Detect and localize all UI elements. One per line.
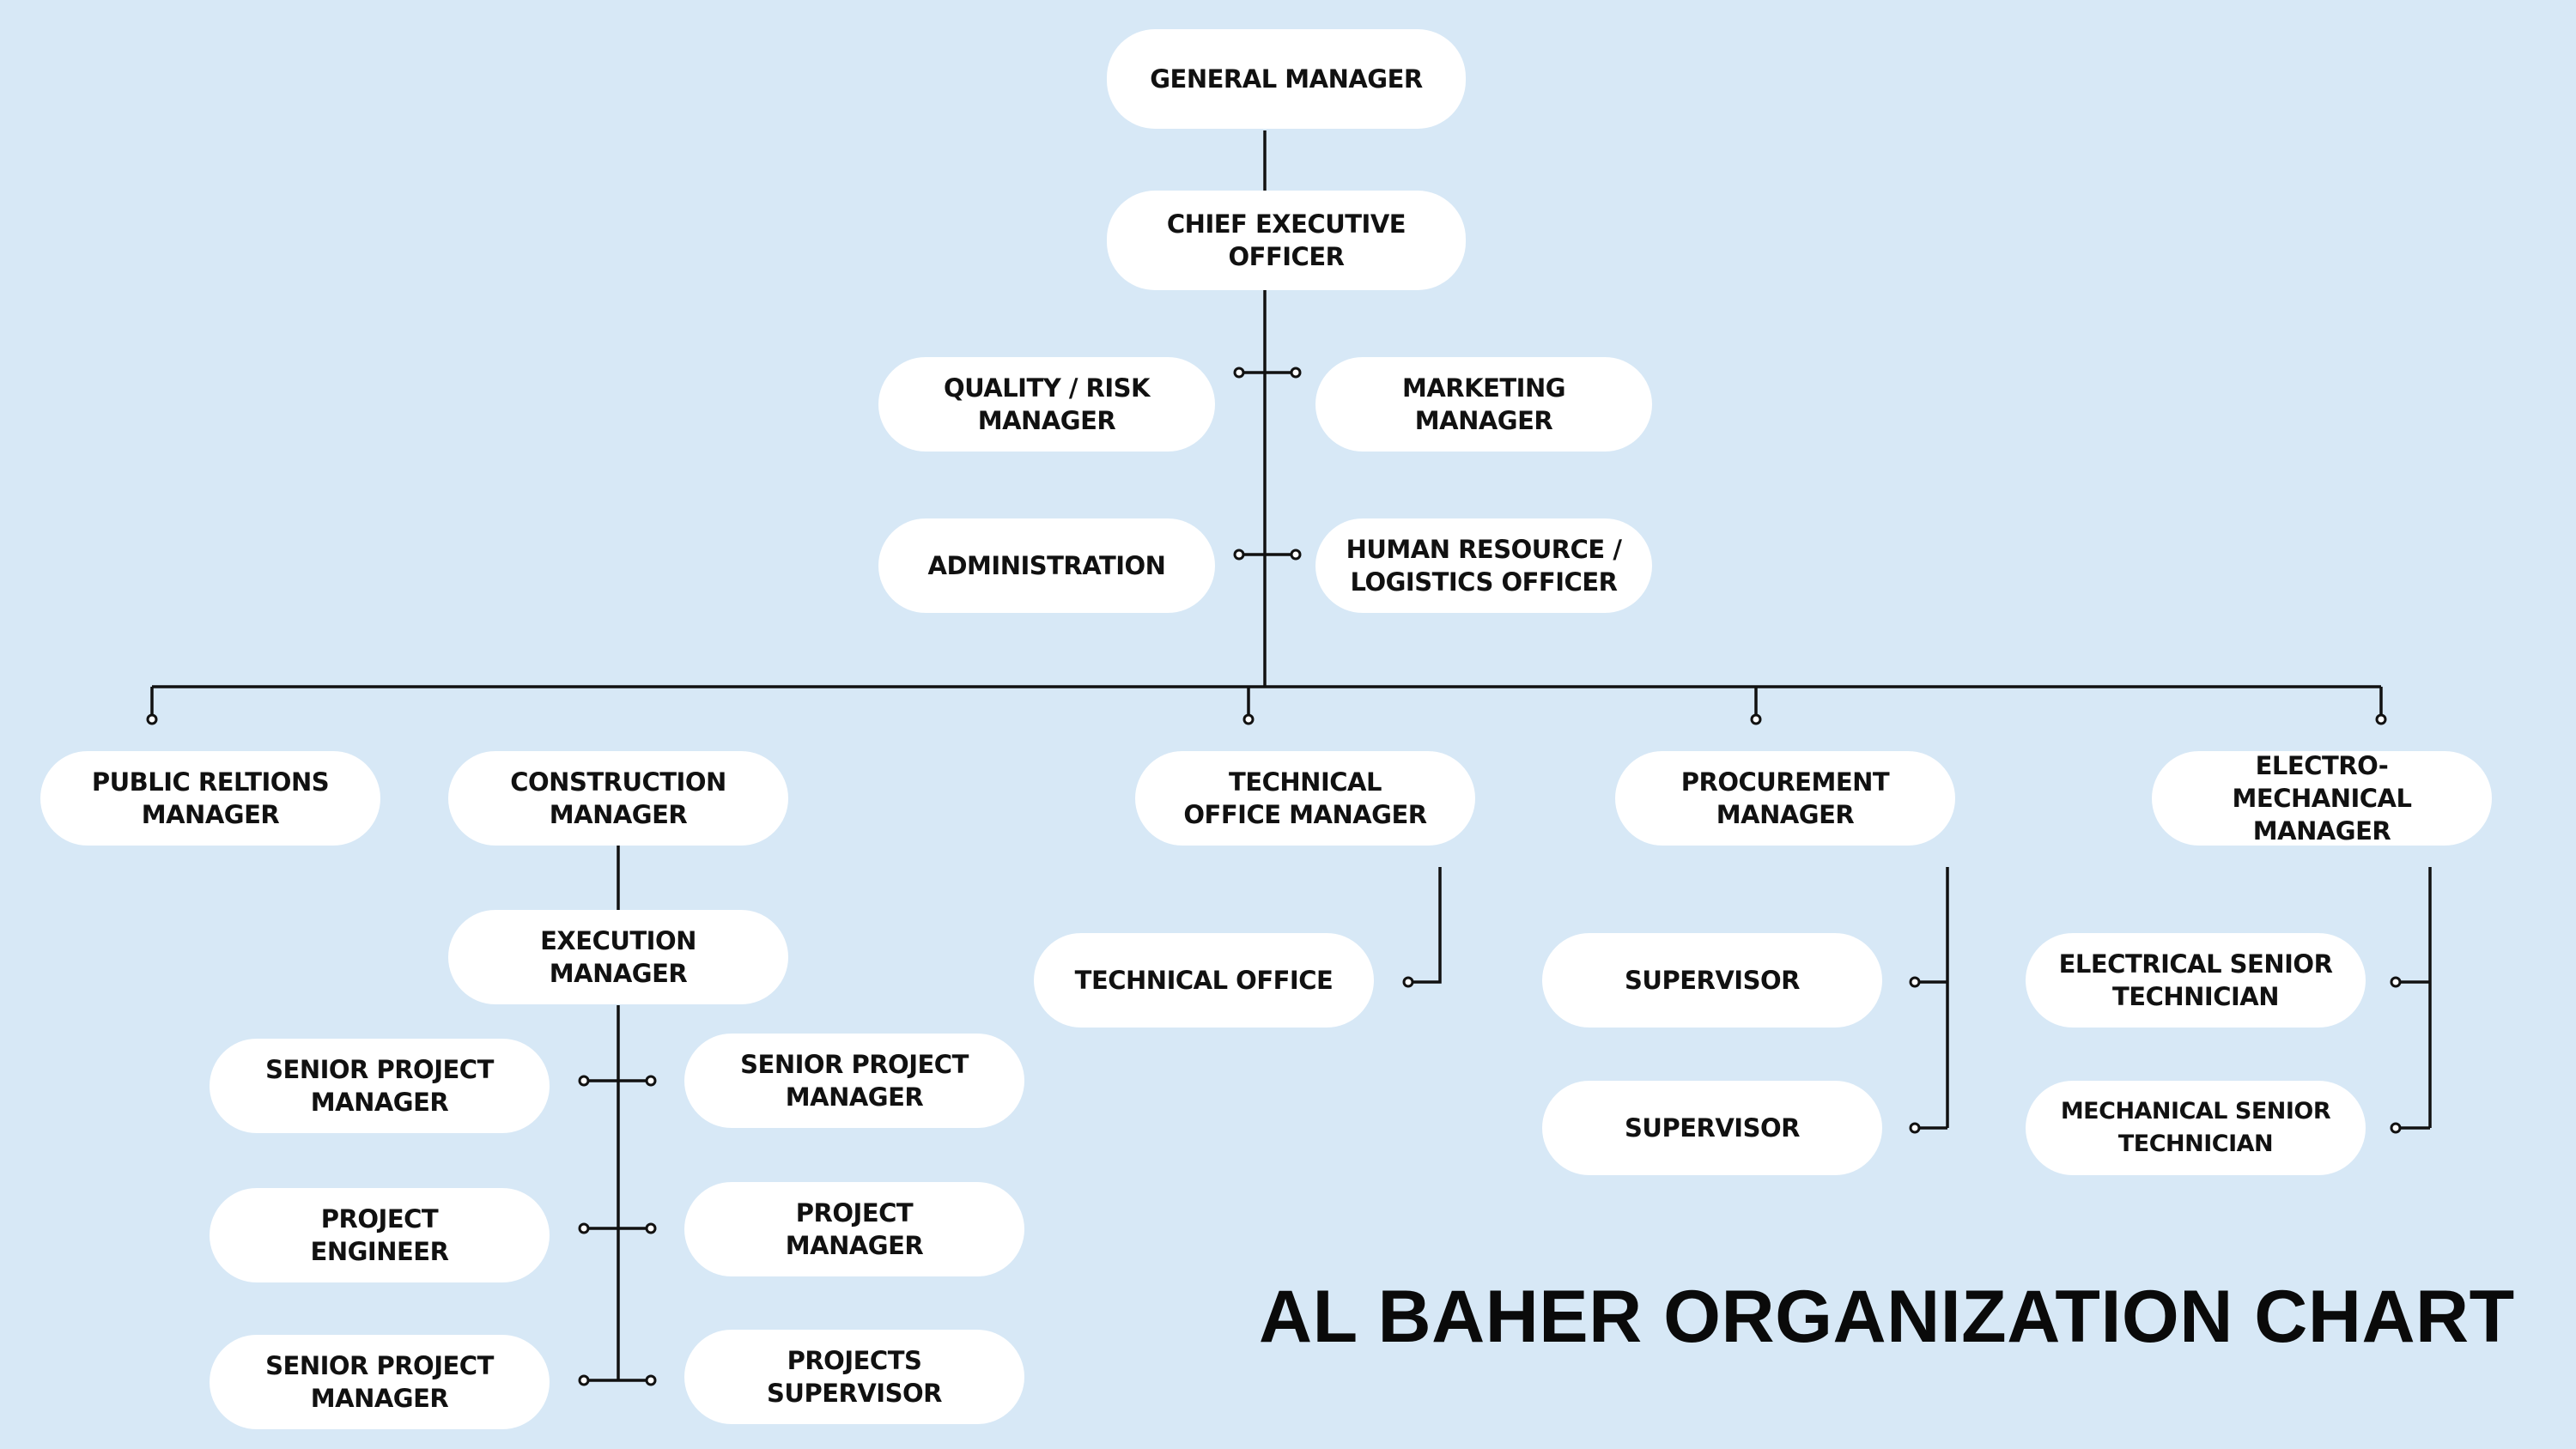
connector-dot — [578, 1075, 590, 1087]
connector-line — [1408, 867, 1442, 984]
connector-dot — [578, 1374, 590, 1386]
node-administration: ADMINISTRATION — [878, 518, 1215, 613]
connector-dot — [1909, 976, 1921, 988]
connector-dot — [1290, 549, 1302, 561]
connector-dot — [146, 713, 158, 725]
connector-dot — [2375, 713, 2387, 725]
node-hr-logistics-officer: HUMAN RESOURCE / LOGISTICS OFFICER — [1315, 518, 1652, 613]
node-senior-project-manager: SENIOR PROJECT MANAGER — [210, 1039, 550, 1133]
connector-dot — [1750, 713, 1762, 725]
node-senior-project-manager: SENIOR PROJECT MANAGER — [684, 1034, 1024, 1128]
node-projects-supervisor: PROJECTS SUPERVISOR — [684, 1330, 1024, 1424]
node-technical-office: TECHNICAL OFFICE — [1034, 933, 1374, 1028]
node-electrical-senior-technician: ELECTRICAL SENIOR TECHNICIAN — [2026, 933, 2366, 1028]
node-supervisor: SUPERVISOR — [1542, 1081, 1882, 1175]
node-procurement-manager: PROCUREMENT MANAGER — [1615, 751, 1955, 846]
node-marketing-manager: MARKETING MANAGER — [1315, 357, 1652, 452]
connector-dot — [645, 1075, 657, 1087]
node-electro-mechanical-manager: ELECTRO-MECHANICAL MANAGER — [2152, 751, 2492, 846]
connector-dot — [1233, 549, 1245, 561]
connector-dot — [645, 1222, 657, 1234]
node-construction-manager: CONSTRUCTION MANAGER — [448, 751, 788, 846]
connector-dot — [1242, 713, 1255, 725]
node-general-manager: GENERAL MANAGER — [1107, 29, 1466, 129]
connector-dot — [2390, 976, 2402, 988]
connector-dot — [645, 1374, 657, 1386]
connector-dot — [1909, 1122, 1921, 1134]
node-execution-manager: EXECUTION MANAGER — [448, 910, 788, 1004]
connector-dot — [1402, 976, 1414, 988]
node-public-relations-manager: PUBLIC RELTIONS MANAGER — [40, 751, 380, 846]
node-quality-risk-manager: QUALITY / RISK MANAGER — [878, 357, 1215, 452]
node-ceo: CHIEF EXECUTIVE OFFICER — [1107, 191, 1466, 290]
connector-dot — [578, 1222, 590, 1234]
connector-dot — [2390, 1122, 2402, 1134]
node-project-engineer: PROJECT ENGINEER — [210, 1188, 550, 1282]
node-supervisor: SUPERVISOR — [1542, 933, 1882, 1028]
node-project-manager: PROJECT MANAGER — [684, 1182, 1024, 1276]
node-senior-project-manager: SENIOR PROJECT MANAGER — [210, 1335, 550, 1429]
node-technical-office-manager: TECHNICAL OFFICE MANAGER — [1135, 751, 1475, 846]
chart-title: AL BAHER ORGANIZATION CHART — [1259, 1276, 2515, 1358]
connector-dot — [1233, 367, 1245, 379]
node-mechanical-senior-technician: MECHANICAL SENIOR TECHNICIAN — [2026, 1081, 2366, 1175]
connector-dot — [1290, 367, 1302, 379]
